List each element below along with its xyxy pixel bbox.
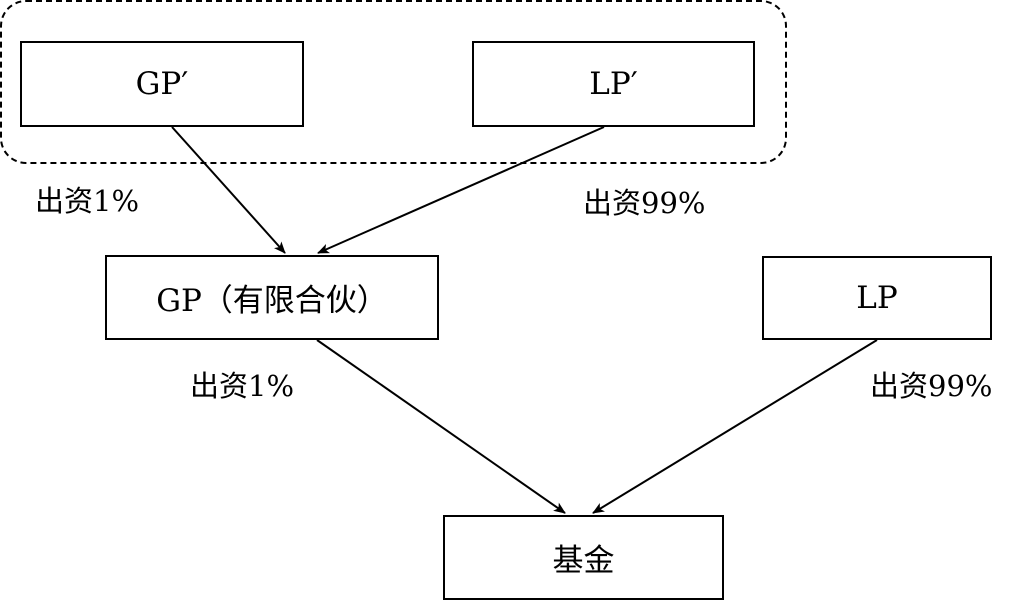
- lp-box: LP: [762, 256, 992, 340]
- fund-label: 基金: [552, 543, 615, 579]
- gp-prime-label: GP′: [135, 66, 189, 102]
- lp-prime-label: LP′: [589, 66, 638, 102]
- gp-partnership-label: GP（有限合伙）: [156, 283, 388, 319]
- edge-label-gp-prime-contribution: 出资1%: [35, 184, 140, 218]
- edge-label-gp-contribution: 出资1%: [190, 369, 295, 403]
- arrow-lp-to-fund: [592, 339, 878, 514]
- edge-label-lp-prime-contribution: 出资99%: [583, 186, 706, 220]
- fund-box: 基金: [443, 515, 724, 600]
- lp-prime-box: LP′: [472, 41, 755, 127]
- lp-label: LP: [856, 280, 898, 316]
- gp-partnership-box: GP（有限合伙）: [105, 255, 439, 340]
- arrow-gp-to-fund: [316, 339, 566, 514]
- gp-prime-box: GP′: [20, 41, 304, 127]
- edge-label-lp-contribution: 出资99%: [870, 369, 993, 403]
